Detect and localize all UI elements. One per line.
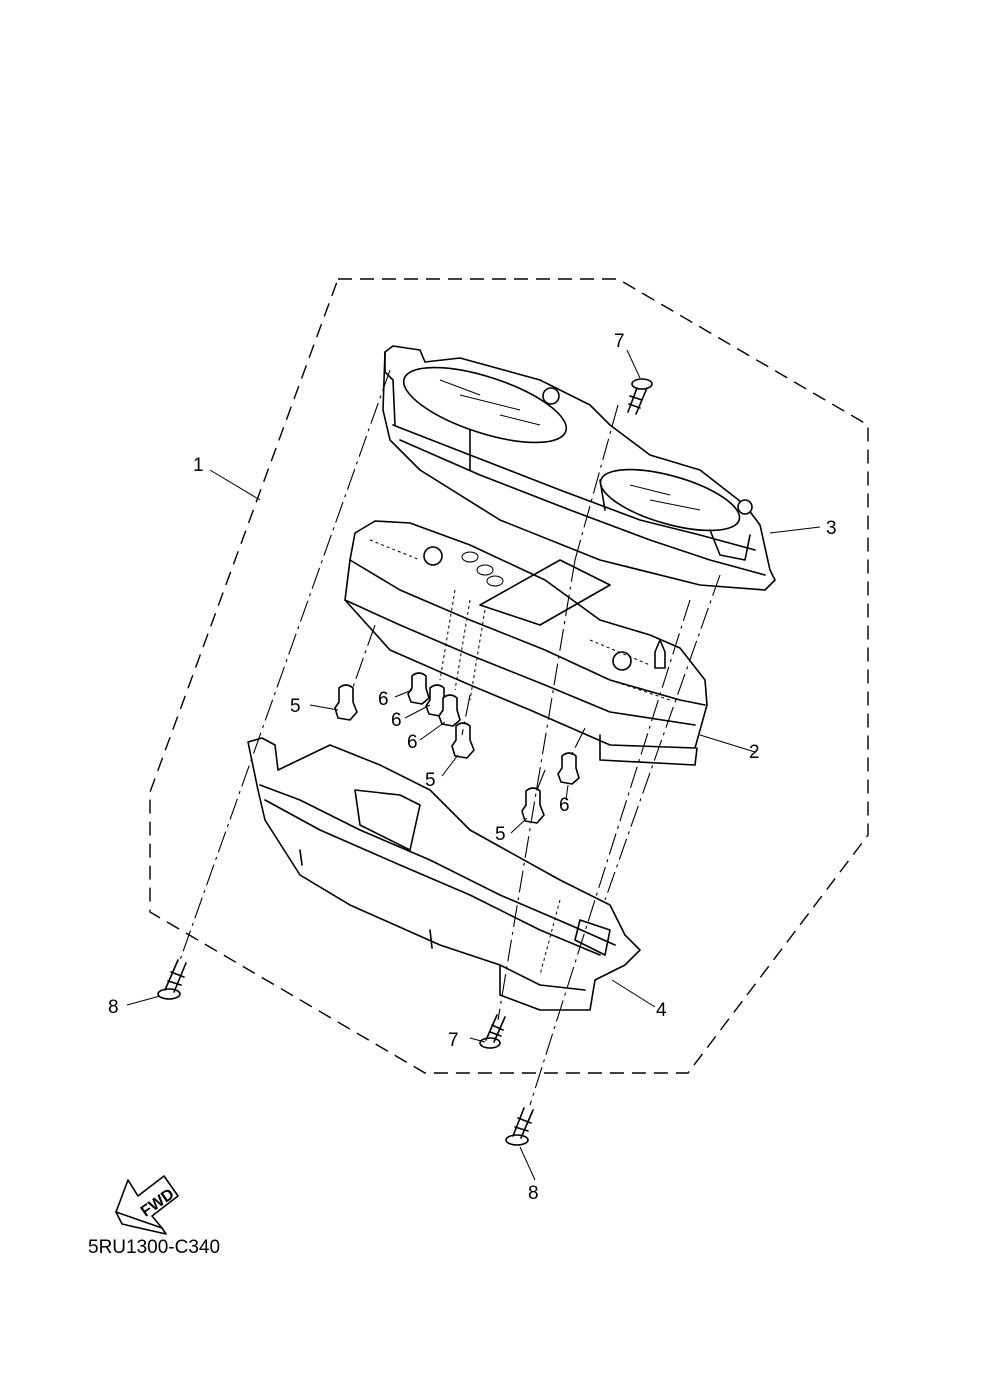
meter-body-part-2: [344, 520, 708, 766]
assembly-axis-lines: [179, 369, 721, 1106]
screw-7-upper: [627, 378, 653, 415]
bulb-socket-5b: [451, 722, 475, 759]
callout-5-right: 5: [495, 824, 506, 845]
bulb-6-group: [407, 672, 580, 785]
callout-8-bottom: 8: [528, 1183, 539, 1204]
callout-7-top: 7: [614, 331, 625, 352]
drawing-code: 5RU1300-C340: [88, 1237, 221, 1258]
leader-lines: [126, 349, 821, 1181]
assembly-boundary-outline: [149, 278, 869, 1074]
callout-1: 1: [193, 455, 204, 476]
bulb-socket-5c: [521, 787, 545, 824]
screw-7-lower: [479, 1014, 506, 1049]
bulb-socket-5a: [334, 684, 358, 721]
fwd-direction-arrow: FWD: [115, 1175, 179, 1235]
callout-6-middle: 6: [391, 710, 402, 731]
screw-8-right: [505, 1107, 534, 1146]
upper-cover-part-3: [382, 345, 776, 591]
callout-8-left: 8: [108, 997, 119, 1018]
callout-2: 2: [749, 742, 760, 763]
lower-case-part-4: [247, 737, 641, 1011]
callout-5-left: 5: [290, 696, 301, 717]
callout-4: 4: [656, 1000, 667, 1021]
screw-8-left: [157, 959, 187, 1000]
callout-7-bottom: 7: [448, 1030, 459, 1051]
callout-6-top: 6: [378, 689, 389, 710]
callout-6-right: 6: [559, 795, 570, 816]
callout-6-bottom: 6: [407, 732, 418, 753]
callout-3: 3: [826, 518, 837, 539]
callout-5-center: 5: [425, 770, 436, 791]
